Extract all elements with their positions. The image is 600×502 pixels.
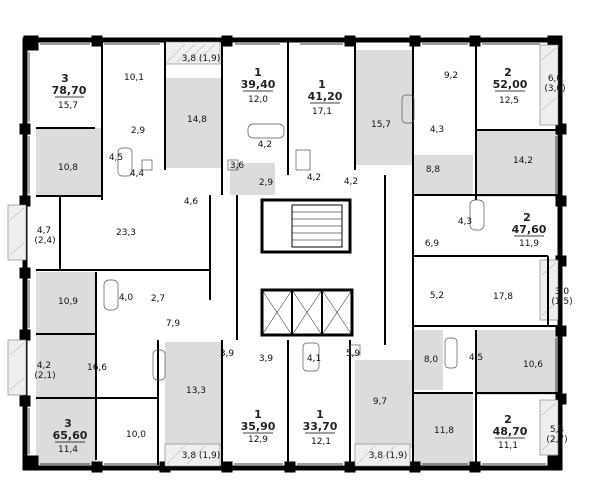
- balcony-hatching: [9, 43, 557, 465]
- area-label: 12,0: [248, 95, 268, 105]
- area-label: 4,0: [119, 293, 134, 303]
- area-label: 8,8: [426, 165, 441, 175]
- area-label: 11,4: [58, 445, 78, 455]
- area-label: 4,3: [430, 125, 444, 135]
- area-label: 4,4: [130, 169, 145, 179]
- area-label: 14,2: [513, 156, 533, 166]
- apartment-39-40: 1 39,40: [241, 66, 276, 92]
- area-label: 23,3: [116, 228, 136, 238]
- area-label: 2: [504, 66, 512, 79]
- apartment-33-70: 1 33,70: [303, 408, 338, 434]
- area-label: 7,9: [166, 319, 181, 329]
- area-label: (2,7): [546, 435, 567, 445]
- area-label: 35,90: [241, 420, 276, 433]
- area-label: 3,8 (1,9): [182, 451, 221, 461]
- interior-walls: [36, 42, 560, 465]
- area-label: 4,1: [307, 354, 321, 364]
- outer-walls: [19, 35, 567, 473]
- area-label: 3,8 (1,9): [182, 54, 221, 64]
- area-label: 5,9: [346, 349, 361, 359]
- area-label: 1: [316, 408, 324, 421]
- area-label: 3: [61, 72, 69, 85]
- area-label: 2: [523, 211, 531, 224]
- area-label: (3,0): [544, 84, 565, 94]
- area-label: 39,40: [241, 78, 276, 91]
- area-label: 4,2: [307, 173, 321, 183]
- area-label: 10,9: [58, 297, 78, 307]
- area-label: 3,0: [555, 287, 570, 297]
- area-label: 13,3: [186, 386, 206, 396]
- bath-fixtures: [103, 94, 485, 381]
- area-label: 12,1: [311, 437, 331, 447]
- area-label: 11,1: [498, 441, 518, 451]
- area-label: 1: [254, 66, 262, 79]
- area-label: 3,8 (1,9): [369, 451, 408, 461]
- room-area-labels: 15,7 10,1 10,8 4,5 2,9 4,4 14,8 3,6 3,8 …: [34, 54, 572, 461]
- area-label: 33,70: [303, 420, 338, 433]
- area-label: 48,70: [493, 425, 528, 438]
- area-label: 15,7: [58, 101, 78, 111]
- apartment-52-00: 2 52,00: [493, 66, 528, 92]
- area-label: 4,2: [344, 177, 358, 187]
- shaded-zones: [36, 50, 561, 468]
- apartment-35-90: 1 35,90: [241, 408, 276, 434]
- area-label: 9,2: [444, 71, 458, 81]
- area-label: (2,1): [34, 371, 55, 381]
- area-label: 3,9: [259, 354, 274, 364]
- area-label: 11,9: [519, 239, 539, 249]
- area-label: 10,8: [58, 163, 78, 173]
- area-label: 15,7: [371, 120, 391, 130]
- area-label: 3: [64, 417, 72, 430]
- area-label: 4,6: [184, 197, 199, 207]
- area-label: 4,3: [458, 217, 472, 227]
- area-label: 2,9: [259, 178, 274, 188]
- area-label: 5,4: [550, 425, 565, 435]
- area-label: 4,2: [37, 361, 51, 371]
- area-label: 47,60: [512, 223, 547, 236]
- area-label: 2,9: [131, 126, 146, 136]
- area-label: 65,60: [53, 429, 88, 442]
- area-label: 3,6: [230, 161, 245, 171]
- area-label: 9,7: [373, 397, 387, 407]
- area-label: 4,2: [258, 140, 272, 150]
- area-label: 6,0: [548, 74, 563, 84]
- area-label: 1: [318, 78, 326, 91]
- balconies: [7, 41, 559, 467]
- area-label: 10,6: [523, 360, 543, 370]
- area-label: 3,9: [220, 349, 235, 359]
- area-label: 2,7: [151, 294, 165, 304]
- area-label: 4,5: [109, 153, 123, 163]
- windows: [25, 40, 560, 468]
- apartment-78-70: 3 78,70: [52, 72, 87, 98]
- area-label: 5,2: [430, 291, 444, 301]
- apartment-47-60: 2 47,60: [512, 211, 547, 237]
- apartment-65-60: 3 65,60: [53, 417, 88, 443]
- area-label: 17,8: [493, 292, 513, 302]
- area-label: 4,5: [469, 353, 483, 363]
- area-label: 12,9: [248, 435, 268, 445]
- area-label: 17,1: [312, 107, 332, 117]
- area-label: 4,7: [37, 226, 51, 236]
- area-label: 10,0: [126, 430, 146, 440]
- area-label: 78,70: [52, 84, 87, 97]
- area-label: (1,5): [551, 297, 572, 307]
- apartment-41-20: 1 41,20: [308, 78, 343, 104]
- area-label: 41,20: [308, 90, 343, 103]
- building-core: [236, 175, 386, 345]
- area-label: (2,4): [34, 236, 55, 246]
- area-label: 6,9: [425, 239, 440, 249]
- area-label: 52,00: [493, 78, 528, 91]
- area-label: 10,1: [124, 73, 144, 83]
- area-label: 16,6: [87, 363, 107, 373]
- area-label: 2: [504, 413, 512, 426]
- apartment-labels: 3 78,70 1 39,40 1 41,20 2 52,00 2 47,60 …: [52, 66, 547, 443]
- area-label: 11,8: [434, 426, 454, 436]
- apartment-48-70: 2 48,70: [493, 413, 528, 439]
- area-label: 12,5: [499, 96, 519, 106]
- area-label: 1: [254, 408, 262, 421]
- area-label: 8,0: [424, 355, 439, 365]
- area-label: 14,8: [187, 115, 207, 125]
